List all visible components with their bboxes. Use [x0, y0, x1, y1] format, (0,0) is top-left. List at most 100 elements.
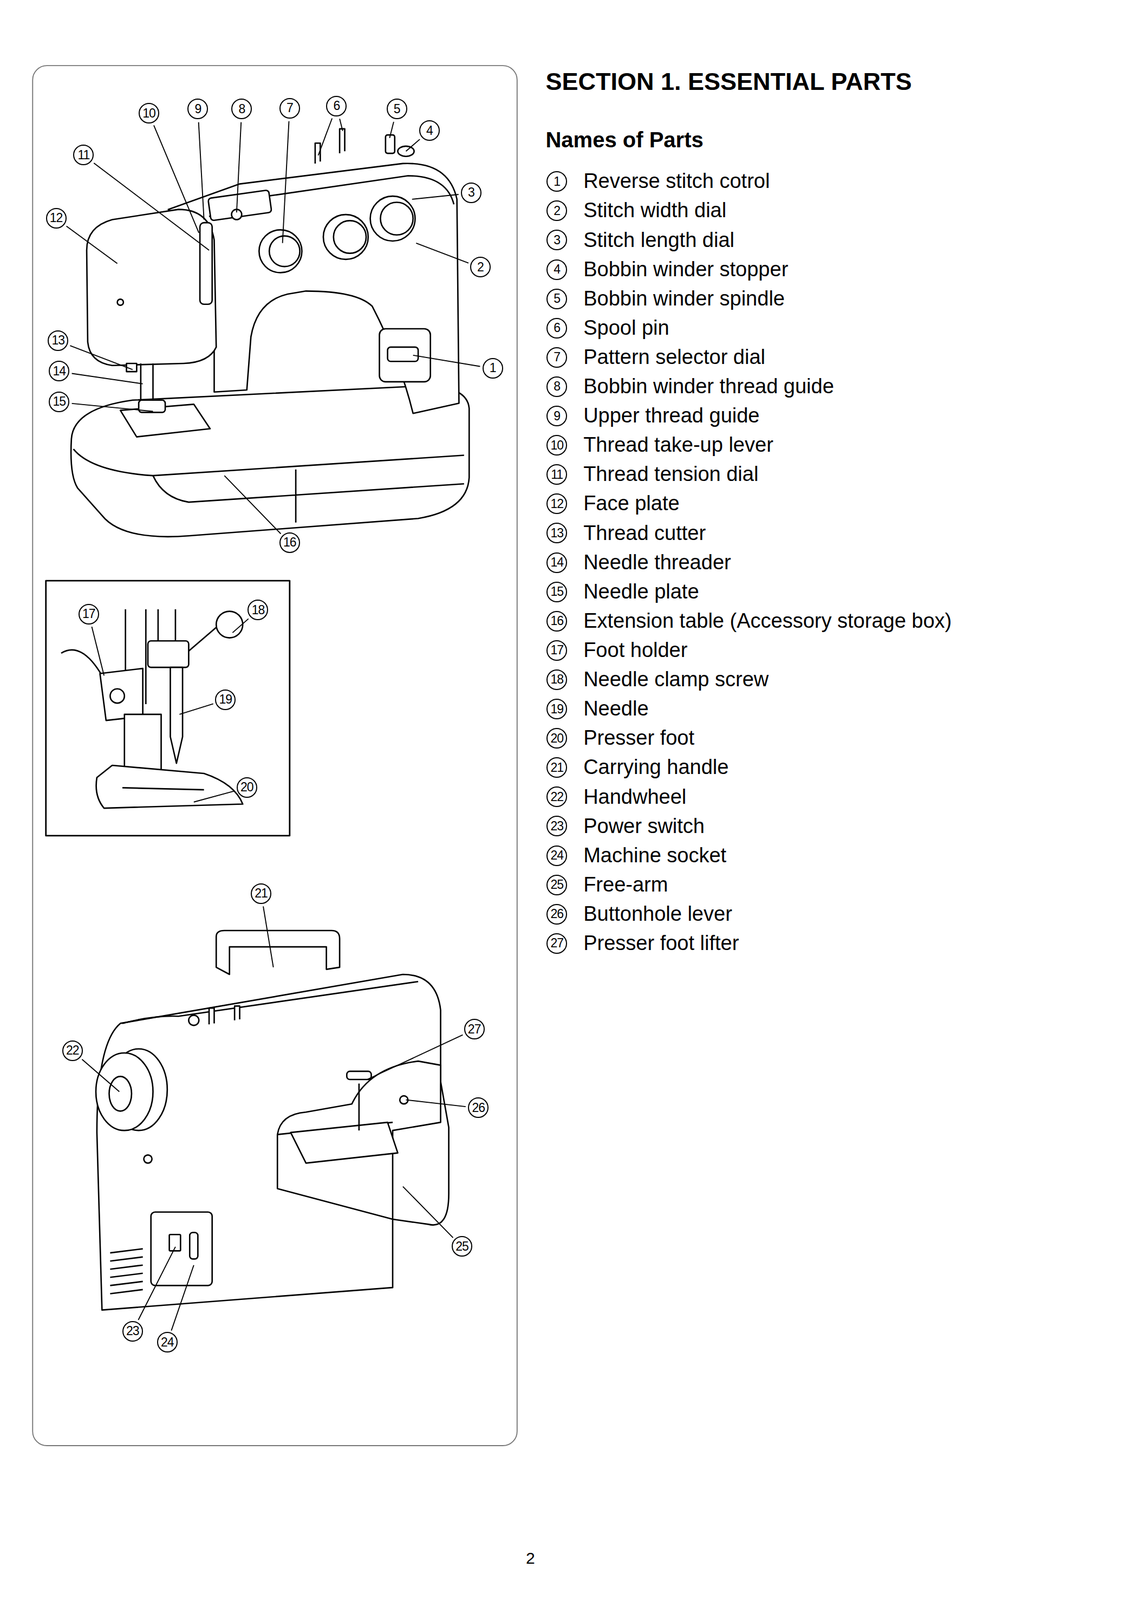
part-name: Carrying handle	[583, 755, 729, 780]
needle	[170, 667, 183, 764]
pattern-dial	[258, 229, 302, 273]
list-number: 19	[546, 698, 568, 720]
part-name: Stitch width dial	[583, 198, 727, 223]
part-name: Thread cutter	[583, 521, 706, 546]
page-number: 2	[525, 1548, 536, 1568]
frame	[32, 65, 517, 1446]
machine-socket	[189, 1232, 198, 1259]
callout-number: 15	[48, 391, 70, 413]
spool-pin	[188, 1014, 199, 1026]
subheading: Names of Parts	[545, 127, 704, 153]
list-number: 8	[546, 376, 568, 397]
clamp-screw-head	[216, 611, 243, 639]
face-plate-screw	[117, 298, 124, 305]
foot-holder	[100, 668, 143, 721]
part-name: Thread take-up lever	[583, 433, 774, 458]
leader-line	[153, 125, 199, 233]
power-panel	[151, 1212, 213, 1286]
list-number: 16	[546, 610, 568, 632]
part-name: Machine socket	[583, 843, 727, 868]
leader-line	[138, 1246, 176, 1320]
spool-pin	[209, 1007, 214, 1025]
list-number: 12	[546, 493, 568, 514]
presser-lifter	[346, 1071, 372, 1080]
list-number: 13	[546, 522, 568, 544]
callout-number: 10	[138, 102, 160, 124]
list-number: 17	[546, 640, 568, 661]
list-number: 14	[546, 552, 568, 574]
part-name: Needle clamp screw	[583, 667, 769, 692]
part-name: Thread tension dial	[583, 462, 759, 487]
callout-number: 7	[279, 98, 301, 119]
part-name: Presser foot lifter	[583, 931, 739, 956]
callout-number: 25	[451, 1235, 473, 1257]
part-name: Needle	[583, 697, 649, 721]
handwheel	[95, 1052, 153, 1131]
length-dial-inner	[380, 202, 413, 235]
part-name: Pattern selector dial	[583, 345, 766, 370]
leader-line	[413, 355, 481, 367]
list-number: 11	[546, 464, 568, 485]
leader-line	[282, 121, 290, 244]
list-number: 9	[546, 405, 568, 427]
needle-bar	[152, 363, 154, 405]
callout-number: 23	[122, 1320, 143, 1342]
list-number: 2	[546, 200, 568, 221]
list-number: 6	[546, 317, 568, 339]
pattern-dial-inner	[269, 236, 300, 267]
leader-line	[69, 345, 133, 370]
callout-number: 1	[482, 358, 504, 379]
presser-bar	[140, 363, 142, 401]
list-number: 22	[546, 786, 568, 807]
part-name: Upper thread guide	[583, 404, 760, 428]
callout-number: 27	[464, 1018, 485, 1040]
leader-line	[171, 1265, 194, 1331]
leader-line	[415, 243, 469, 264]
list-number: 5	[546, 288, 568, 310]
leader-line	[93, 163, 210, 251]
foot-slot	[122, 787, 205, 790]
machine-bed	[70, 385, 470, 537]
leader-line	[412, 194, 459, 200]
part-name: Foot holder	[583, 638, 688, 663]
part-name: Face plate	[583, 491, 680, 516]
needle-clamp	[147, 640, 189, 668]
reverse-lever	[387, 347, 419, 362]
extension-seam	[152, 469, 464, 523]
leader-line	[405, 1100, 466, 1107]
face-plate	[86, 209, 217, 366]
leader-line	[405, 139, 420, 152]
list-number: 15	[546, 581, 568, 603]
machine-body	[96, 974, 449, 1311]
reverse-panel	[379, 328, 431, 382]
list-number: 27	[546, 933, 568, 954]
machine-body	[168, 163, 460, 414]
list-number: 7	[546, 347, 568, 368]
indicator	[144, 1154, 153, 1163]
carrying-handle	[216, 930, 340, 975]
leader-line	[318, 118, 333, 155]
part-name: Bobbin winder stopper	[583, 257, 789, 282]
needle-inset	[46, 580, 290, 836]
leader-line	[263, 906, 274, 967]
part-name: Power switch	[583, 814, 705, 839]
callout-number: 19	[215, 689, 236, 711]
callout-number: 5	[386, 98, 408, 120]
leader-line	[224, 475, 281, 534]
holder-screw	[109, 688, 125, 704]
leader-line	[193, 790, 235, 802]
length-dial	[370, 196, 416, 242]
leader-line	[198, 122, 205, 220]
callout-number: 16	[279, 532, 301, 553]
list-number: 1	[546, 171, 568, 192]
callout-number: 12	[46, 207, 67, 229]
list-number: 4	[546, 259, 568, 281]
callout-number: 3	[460, 182, 482, 204]
part-name: Handwheel	[583, 785, 687, 810]
presser-bar	[145, 609, 147, 705]
leader-line	[367, 1035, 463, 1080]
leader-line	[81, 1059, 120, 1092]
leader-line	[402, 1186, 454, 1238]
part-name: Bobbin winder thread guide	[583, 374, 835, 399]
list-number: 18	[546, 669, 568, 691]
